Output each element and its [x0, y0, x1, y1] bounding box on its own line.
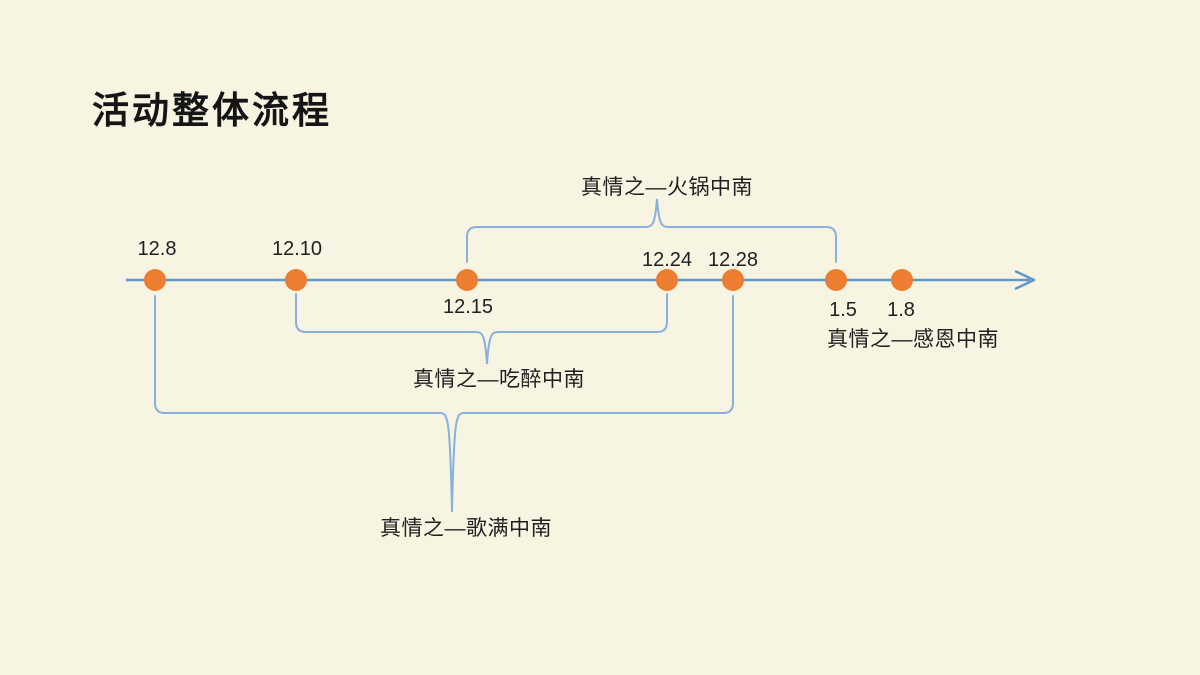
event-label-hotpot: 真情之—火锅中南: [581, 176, 753, 199]
brace-above-hotpot: [466, 198, 837, 263]
event-label-chizui: 真情之—吃醉中南: [413, 368, 585, 391]
timeline-dot: [656, 269, 678, 291]
arrow-right-icon: [1014, 270, 1036, 290]
timeline-dot: [722, 269, 744, 291]
timeline-dot: [891, 269, 913, 291]
date-label-12-15: 12.15: [442, 296, 494, 318]
timeline-dot: [144, 269, 166, 291]
brace-below-geman: [154, 295, 734, 513]
date-label-1-8: 1.8: [887, 299, 915, 321]
event-label-ganen: 真情之—感恩中南: [827, 328, 999, 351]
timeline-dot: [456, 269, 478, 291]
timeline-dot: [825, 269, 847, 291]
page-title: 活动整体流程: [92, 90, 332, 131]
brace-below-chizui: [295, 293, 668, 365]
date-label-12-8: 12.8: [137, 238, 177, 260]
timeline-dot: [285, 269, 307, 291]
date-label-12-28: 12.28: [707, 249, 759, 271]
event-label-geman: 真情之—歌满中南: [380, 517, 552, 540]
date-label-12-10: 12.10: [271, 238, 323, 260]
date-label-1-5: 1.5: [829, 299, 857, 321]
date-label-12-24: 12.24: [641, 249, 693, 271]
